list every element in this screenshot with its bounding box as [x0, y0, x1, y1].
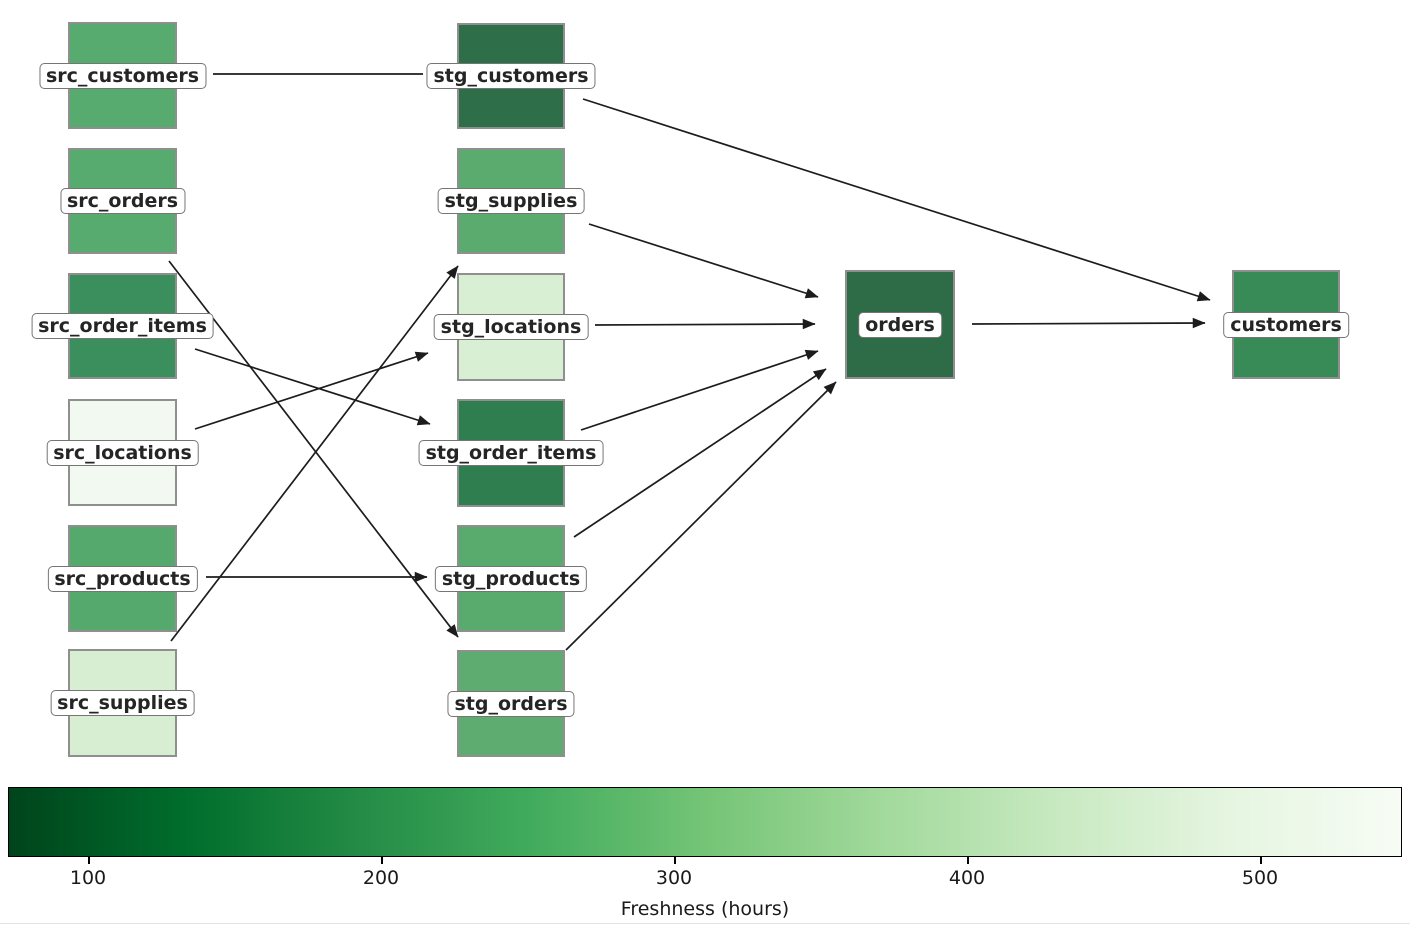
- edge-src_locations-to-stg_locations: [194, 351, 429, 430]
- colorbar-gradient: [8, 787, 1402, 857]
- edge-stg_supplies-to-orders: [588, 223, 819, 299]
- colorbar-tick-500: [1260, 857, 1262, 864]
- node-label-stg_orders: stg_orders: [447, 690, 575, 717]
- node-label-orders: orders: [858, 311, 942, 338]
- edge-src_supplies-to-stg_supplies: [170, 265, 459, 642]
- edge-stg_locations-to-orders: [594, 318, 816, 330]
- node-label-src_locations: src_locations: [46, 439, 199, 466]
- colorbar-tick-400: [967, 857, 969, 864]
- edge-orders-to-customers: [971, 317, 1206, 329]
- node-label-src_orders: src_orders: [59, 188, 186, 214]
- node-label-stg_supplies: stg_supplies: [437, 188, 585, 214]
- colorbar-tick-label-500: 500: [1241, 867, 1279, 889]
- colorbar-tick-100: [88, 857, 90, 864]
- node-label-customers: customers: [1223, 311, 1349, 338]
- colorbar-tick-200: [381, 857, 383, 864]
- colorbar-axis-label: Freshness (hours): [620, 898, 790, 920]
- node-label-stg_products: stg_products: [434, 565, 588, 592]
- colorbar-tick-label-200: 200: [362, 867, 400, 889]
- edge-stg_order_items-to-orders: [580, 349, 819, 431]
- edge-stg_customers-to-customers: [582, 98, 1211, 302]
- node-label-stg_locations: stg_locations: [433, 314, 589, 340]
- colorbar-tick-label-400: 400: [948, 867, 986, 889]
- edge-stg_products-to-orders: [573, 368, 827, 538]
- edge-stg_orders-to-orders: [565, 381, 837, 651]
- colorbar-tick-label-300: 300: [655, 867, 693, 889]
- node-label-src_order_items: src_order_items: [31, 313, 214, 339]
- node-label-src_products: src_products: [47, 565, 198, 592]
- colorbar-tick-label-100: 100: [69, 867, 107, 889]
- colorbar-tick-300: [674, 857, 676, 864]
- node-label-src_customers: src_customers: [38, 62, 207, 89]
- bottom-divider: [0, 923, 1410, 924]
- node-label-stg_customers: stg_customers: [426, 63, 596, 89]
- edge-src_order_items-to-stg_order_items: [194, 348, 431, 426]
- node-label-stg_order_items: stg_order_items: [418, 440, 604, 466]
- node-label-src_supplies: src_supplies: [50, 690, 195, 716]
- edge-src_orders-to-stg_orders: [168, 260, 459, 638]
